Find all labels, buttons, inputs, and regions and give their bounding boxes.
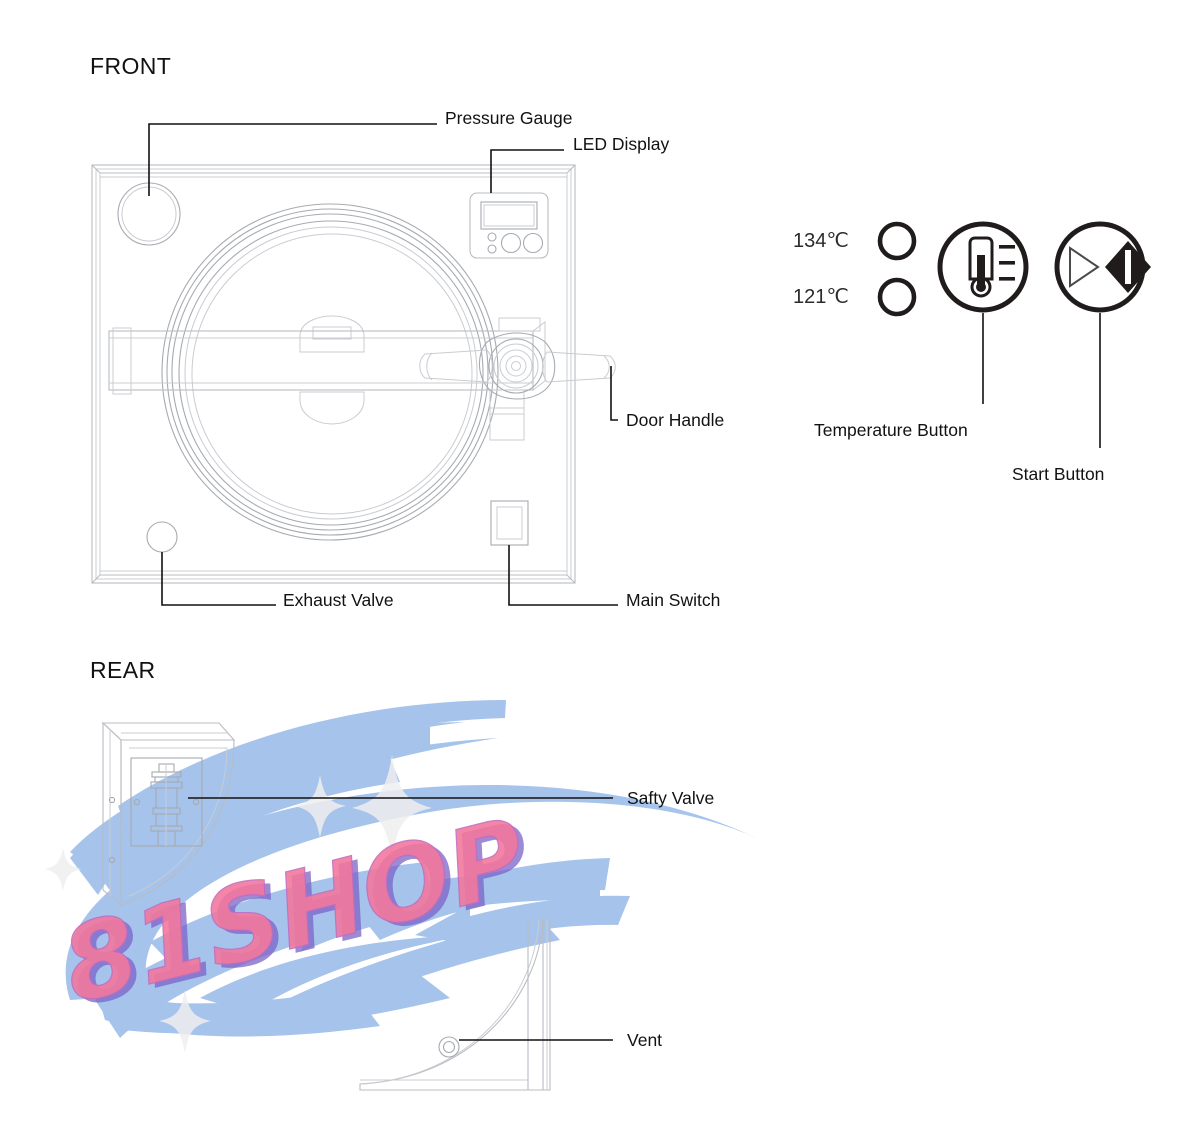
rear-plate-curve-inner <box>128 747 228 897</box>
main-switch-rocker <box>496 506 523 540</box>
front-view-body <box>91 164 616 584</box>
leader-main-switch <box>508 545 618 606</box>
rear-view-vent-cover <box>359 919 613 1091</box>
temperature-button-graphic[interactable] <box>937 221 1029 313</box>
handle-left-cap <box>112 327 132 395</box>
handle-wing-left <box>419 349 493 383</box>
indicator-label-134c: 134℃ <box>793 230 849 252</box>
thermometer-tick-1 <box>999 245 1015 249</box>
door-center-boss-bottom <box>299 391 365 425</box>
front-callout-leaders <box>148 123 618 606</box>
section-title-front: FRONT <box>90 53 172 79</box>
callout-main-switch: Main Switch <box>626 590 721 610</box>
callout-led-display: LED Display <box>573 134 670 154</box>
swoosh-band-g <box>256 918 560 1030</box>
indicator-ring-134 <box>877 221 917 261</box>
led-module-body <box>469 192 549 259</box>
swoosh-right-arrow <box>360 858 610 940</box>
vent-hole-outer <box>438 1036 460 1058</box>
valve-mount-screw-right <box>192 798 200 806</box>
sparkle-medium <box>294 775 346 838</box>
callout-temperature-button: Temperature Button <box>814 420 968 440</box>
leader-pressure-gauge <box>148 123 437 196</box>
section-title-rear: REAR <box>90 657 156 683</box>
led-screen <box>480 201 538 230</box>
handle-wing-right-cap <box>603 355 610 379</box>
rear-plate-top-face <box>101 722 236 741</box>
swoosh-band-h <box>150 862 430 968</box>
chamber-door-rings <box>161 203 499 541</box>
cabinet-top-bevel <box>91 164 576 174</box>
led-button-2 <box>522 232 544 254</box>
leader-exhaust-valve <box>161 552 276 606</box>
rear-plate-left-edge <box>102 721 122 907</box>
callout-safty-valve: Safty Valve <box>627 788 715 808</box>
watermark-sparkles <box>45 755 432 1053</box>
indicator-ring-121 <box>877 277 917 317</box>
swoosh-band-a <box>92 735 400 905</box>
thermometer-mercury <box>977 255 985 287</box>
rear-plate-curved-panel <box>120 739 235 906</box>
handle-wing-right <box>542 351 616 383</box>
door-center-plate <box>312 326 352 340</box>
vent-cover-curve-inner <box>363 919 540 1085</box>
temperature-button-ring <box>937 221 1029 313</box>
swoosh-band-c <box>200 935 470 1013</box>
handle-mount-upper <box>498 317 541 332</box>
callout-vent: Vent <box>627 1030 663 1050</box>
start-play-triangle <box>1069 246 1100 288</box>
valve-mount-screw-left <box>133 798 141 806</box>
cabinet-outline <box>91 164 576 584</box>
swoosh-arrow-tip-b <box>105 960 160 1005</box>
sparkle-small <box>159 990 211 1053</box>
safety-valve-body <box>150 763 183 847</box>
indicator-label-121c: 121℃ <box>793 286 849 308</box>
cabinet-bottom-bevel <box>91 574 576 584</box>
rear-screw-left-2 <box>108 856 116 864</box>
thermometer-stem <box>968 236 994 281</box>
hub-outer-shell <box>478 332 556 400</box>
swoosh-arrow-tip-a <box>300 900 355 952</box>
swoosh-band-b <box>118 700 506 838</box>
handle-bar <box>108 330 534 391</box>
leader-led-display <box>490 149 564 193</box>
swoosh-arrow-head <box>415 905 470 945</box>
led-screen-inner <box>483 204 535 227</box>
vent-hole-inner <box>442 1040 456 1054</box>
rear-screw-left-1 <box>108 796 116 804</box>
start-button-graphic[interactable] <box>1054 221 1151 313</box>
handle-wing-left-cap <box>426 352 433 381</box>
swoosh-lower-arc <box>65 785 761 1000</box>
handle-hub <box>478 332 556 400</box>
callout-exhaust-valve: Exhaust Valve <box>283 590 394 610</box>
callout-pressure-gauge: Pressure Gauge <box>445 108 573 128</box>
rear-view-safety-panel <box>101 721 613 907</box>
cabinet-inner-outline <box>95 168 572 580</box>
thermometer-tick-3 <box>999 277 1015 281</box>
handle-right-bevel <box>532 321 546 391</box>
main-switch <box>490 500 529 546</box>
led-button-1 <box>500 232 522 254</box>
control-panel-group <box>877 221 1151 448</box>
led-display-module <box>469 192 549 259</box>
thermometer-bulb-fill <box>976 282 986 292</box>
led-indicator-dot-2 <box>487 244 497 254</box>
led-indicator-dot-1 <box>487 232 497 242</box>
sparkle-tiny-a <box>45 848 81 891</box>
exhaust-valve-knob <box>146 521 178 553</box>
leader-door-handle <box>610 366 618 421</box>
door-center-boss-top <box>299 315 365 353</box>
callout-start-button: Start Button <box>1012 464 1105 484</box>
thermometer-tick-2 <box>999 261 1015 265</box>
sparkle-large <box>352 755 432 858</box>
start-diamond-bar <box>1125 250 1131 284</box>
callout-door-handle: Door Handle <box>626 410 725 430</box>
handle-mount-lower <box>489 389 525 441</box>
vent-cover-outline <box>359 919 551 1091</box>
door-handle-assembly <box>108 317 616 441</box>
